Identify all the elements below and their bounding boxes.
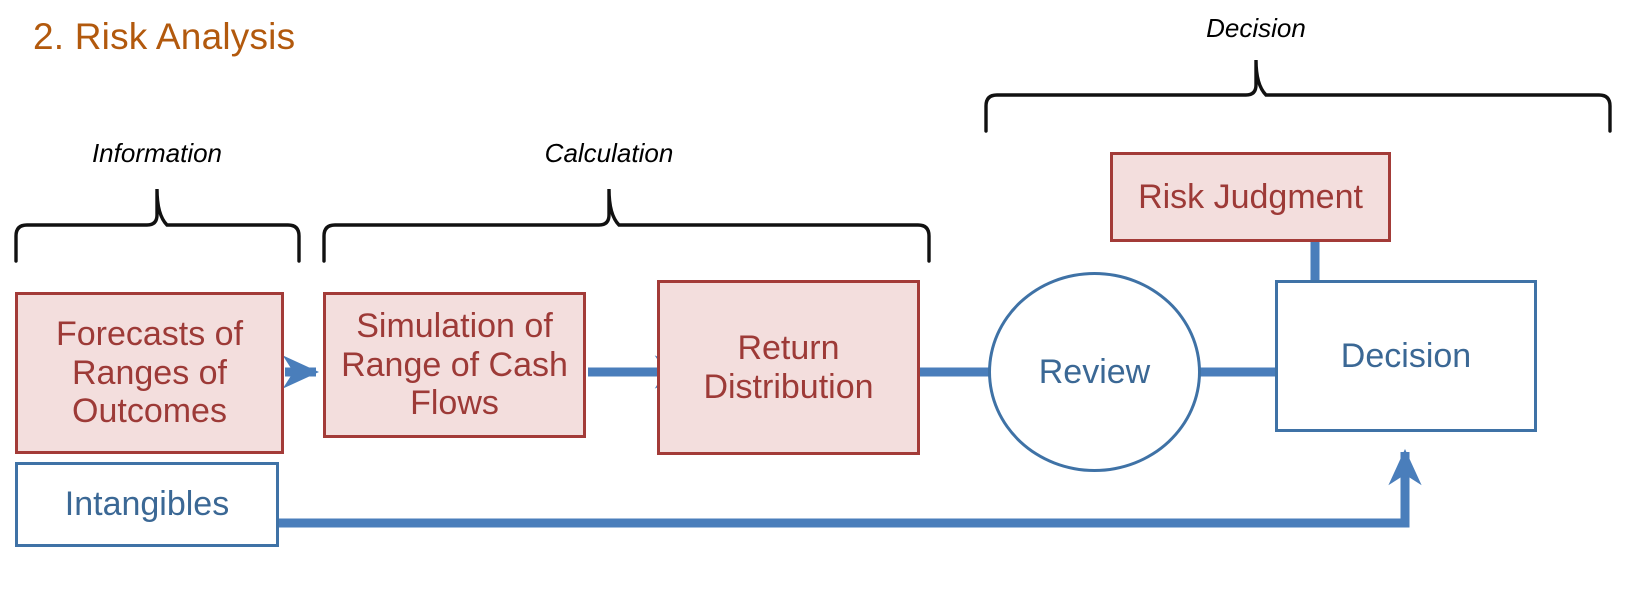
node-label: Review xyxy=(1038,352,1151,391)
node-return-distribution[interactable]: Return Distribution xyxy=(657,280,920,455)
brace-label-decision: Decision xyxy=(1206,13,1306,43)
node-label: Risk Judgment xyxy=(1138,177,1363,216)
brace-information xyxy=(14,188,301,263)
brace-decision xyxy=(984,59,1612,133)
node-label: Simulation of Range of Cash Flows xyxy=(341,306,568,423)
node-forecasts-of-ranges-of-outcomes[interactable]: Forecasts of Ranges of Outcomes xyxy=(15,292,284,454)
node-label: Return Distribution xyxy=(703,328,874,406)
brace-calculation xyxy=(322,188,931,263)
node-label: Forecasts of Ranges of Outcomes xyxy=(55,314,244,431)
node-intangibles[interactable]: Intangibles xyxy=(15,462,279,547)
node-label: Intangibles xyxy=(64,485,230,524)
arrow-intangibles-to-decision xyxy=(279,448,1422,528)
node-label: Decision xyxy=(1340,336,1472,375)
node-decision[interactable]: Decision xyxy=(1275,280,1537,432)
brace-label-calculation: Calculation xyxy=(544,138,674,168)
page-title: 2. Risk Analysis xyxy=(33,16,296,57)
node-review[interactable]: Review xyxy=(988,272,1201,472)
node-risk-judgment[interactable]: Risk Judgment xyxy=(1110,152,1391,242)
node-simulation-of-range-of-cash-flows[interactable]: Simulation of Range of Cash Flows xyxy=(323,292,586,438)
brace-label-information: Information xyxy=(91,138,223,168)
